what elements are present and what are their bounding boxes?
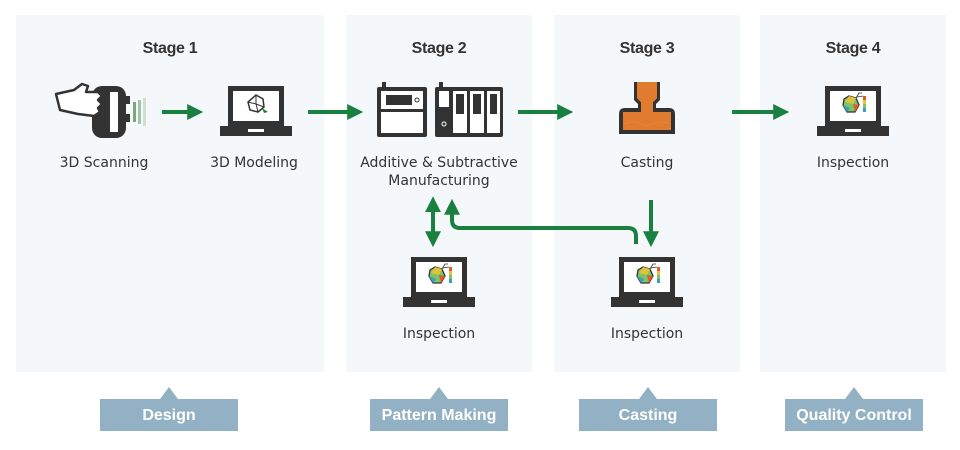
manufacturing-machines-icon bbox=[377, 82, 503, 137]
stage-1-title: Stage 1 bbox=[142, 40, 198, 57]
category-tag-casting: Casting bbox=[579, 387, 717, 431]
stage-1-panel bbox=[16, 15, 324, 372]
laptop-inspection-icon bbox=[817, 86, 889, 136]
stage-4-title: Stage 4 bbox=[825, 40, 881, 57]
3d-scanner-icon bbox=[54, 82, 146, 138]
category-tag-design: Design bbox=[100, 387, 238, 431]
stage-4-panel bbox=[760, 15, 946, 372]
laptop-inspection-icon bbox=[611, 257, 683, 307]
manufacturing-label-line2: Manufacturing bbox=[388, 173, 490, 189]
category-tag-pattern-making: Pattern Making bbox=[370, 387, 508, 431]
laptop-modeling-icon bbox=[220, 86, 292, 136]
arrow-casting-inspection-feedback bbox=[444, 198, 638, 244]
casting-label: Casting bbox=[620, 155, 674, 171]
stage-3-title: Stage 3 bbox=[619, 40, 675, 57]
inspection-pattern-label: Inspection bbox=[402, 326, 476, 342]
stage-3-panel bbox=[554, 15, 740, 372]
inspection-stage4-label: Inspection bbox=[816, 155, 890, 171]
casting-mold-icon bbox=[619, 82, 675, 134]
stage-2-title: Stage 2 bbox=[411, 40, 467, 57]
inspection-casting-label: Inspection bbox=[610, 326, 684, 342]
stage-2-panel bbox=[346, 15, 532, 372]
manufacturing-label-line1: Additive & Subtractive bbox=[360, 155, 518, 171]
laptop-inspection-icon bbox=[403, 257, 475, 307]
3d-scanning-label: 3D Scanning bbox=[59, 155, 149, 171]
3d-modeling-label: 3D Modeling bbox=[210, 155, 298, 171]
category-tag-quality-control: Quality Control bbox=[785, 387, 923, 431]
